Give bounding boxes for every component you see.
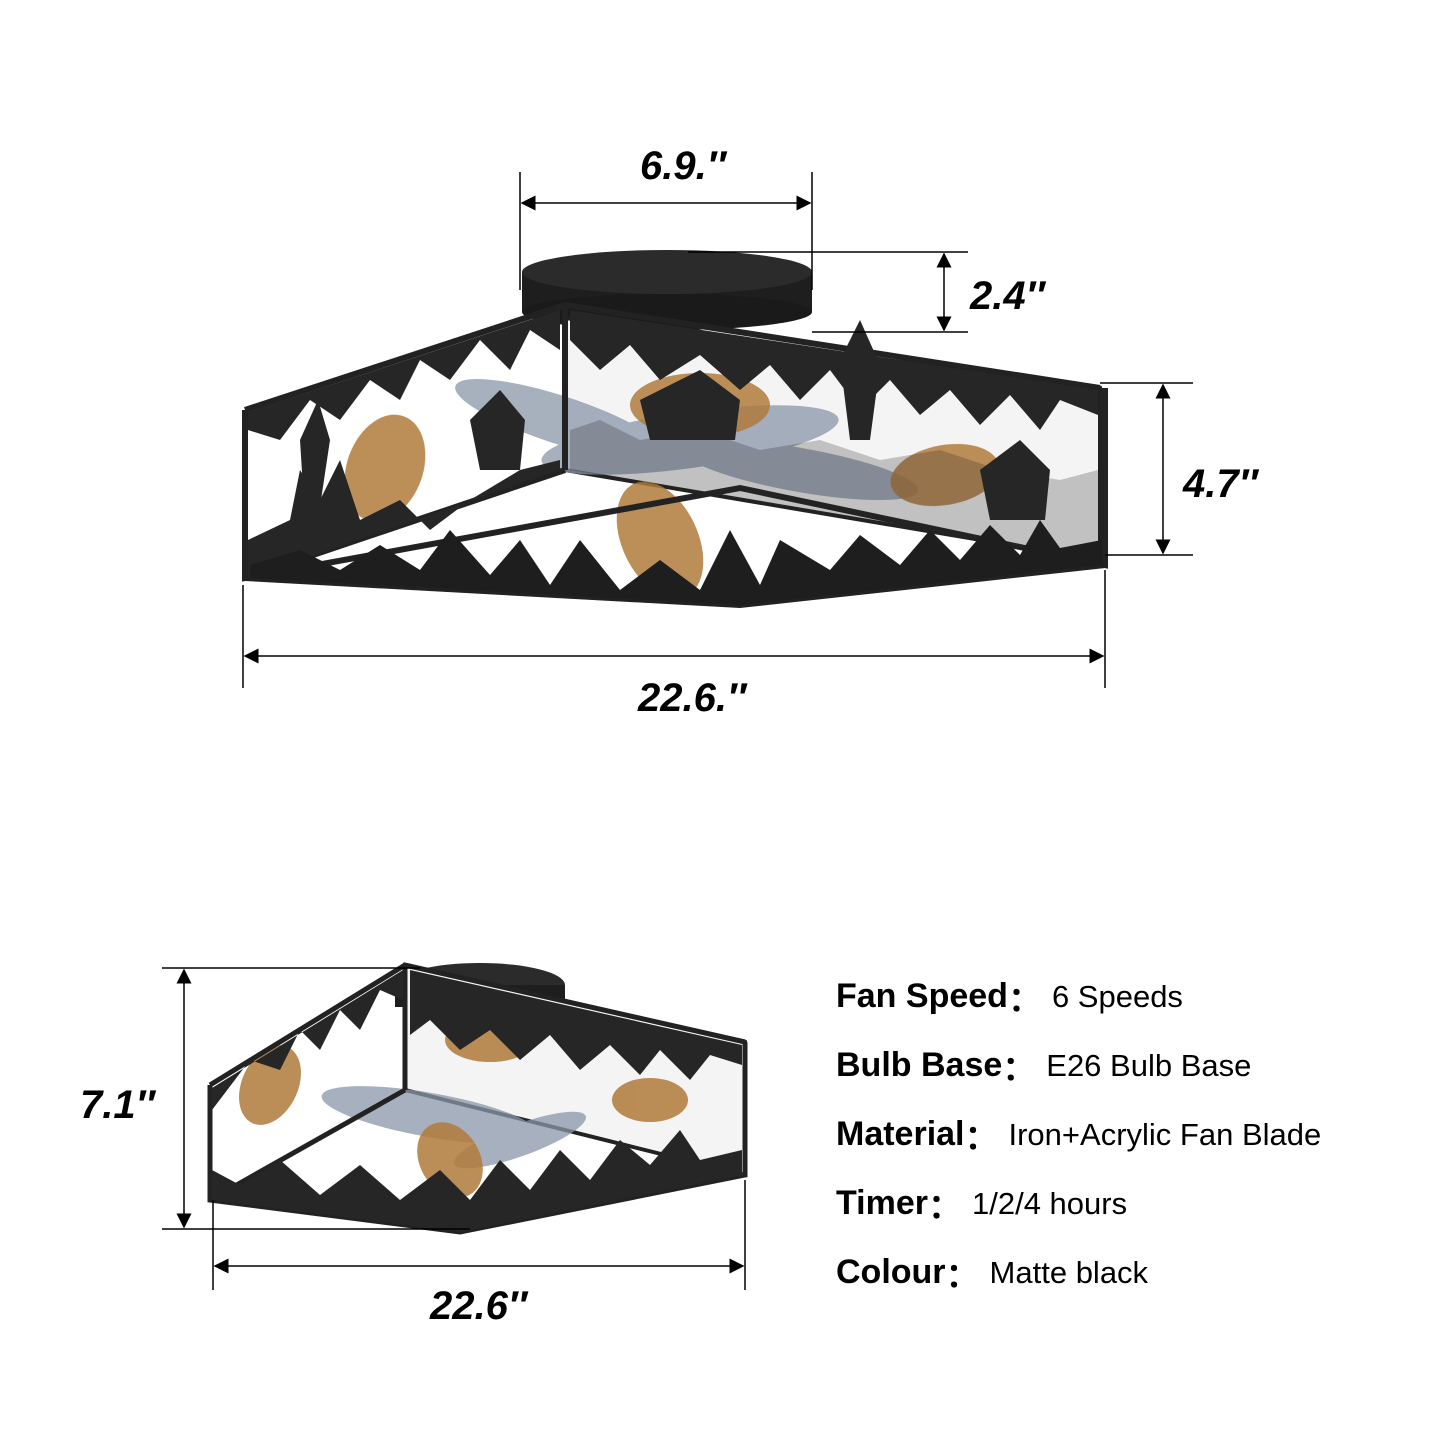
spec-row-bulb-base: Bulb Base ： E26 Bulb Base	[836, 1031, 1436, 1100]
spec-value: E26 Bulb Base	[1046, 1047, 1252, 1083]
spec-value: 1/2/4 hours	[971, 1185, 1128, 1221]
spec-separator: ：	[1007, 981, 1042, 1019]
spec-row-fan-speed: Fan Speed ： 6 Speeds	[836, 962, 1436, 1031]
dim-overall-height: 7.1″	[80, 1083, 155, 1127]
dim-overall-width-angled: 22.6″	[430, 1284, 528, 1328]
dim-base-height: 2.4″	[970, 274, 1045, 318]
dim-cage-height: 4.7″	[1183, 462, 1258, 506]
spec-label: Fan Speed	[836, 977, 1008, 1015]
spec-separator: ：	[1002, 1050, 1037, 1088]
forest-silhouette-small	[212, 970, 742, 1232]
forest-silhouette-bottom	[250, 520, 1102, 605]
spec-row-colour: Colour ： Matte black	[836, 1238, 1436, 1307]
forest-silhouette-left	[248, 310, 560, 578]
spec-value: Matte black	[989, 1254, 1149, 1290]
spec-label: Material	[836, 1115, 965, 1153]
canopy	[522, 250, 812, 330]
spec-list: Fan Speed ： 6 Speeds Bulb Base ： E26 Bul…	[836, 962, 1436, 1307]
fixture-front-image	[242, 250, 1108, 609]
spec-value: 6 Speeds	[1051, 978, 1183, 1014]
fan-blades-small	[321, 1086, 587, 1169]
spec-separator: ：	[964, 1119, 999, 1157]
forest-silhouette-right	[570, 310, 1098, 560]
spec-row-material: Material ： Iron+Acrylic Fan Blade	[836, 1100, 1436, 1169]
dim-overall-width: 22.6.″	[638, 676, 747, 720]
spec-label: Bulb Base	[836, 1046, 1003, 1084]
spec-separator: ：	[945, 1257, 980, 1295]
spec-label: Timer	[836, 1184, 928, 1222]
spec-row-timer: Timer ： 1/2/4 hours	[836, 1169, 1436, 1238]
spec-value: Iron+Acrylic Fan Blade	[1008, 1116, 1322, 1152]
dim-base-width: 6.9.″	[640, 144, 726, 188]
dimension-lines-top	[242, 172, 1193, 688]
spec-separator: ：	[927, 1188, 962, 1226]
spec-label: Colour	[836, 1253, 946, 1291]
